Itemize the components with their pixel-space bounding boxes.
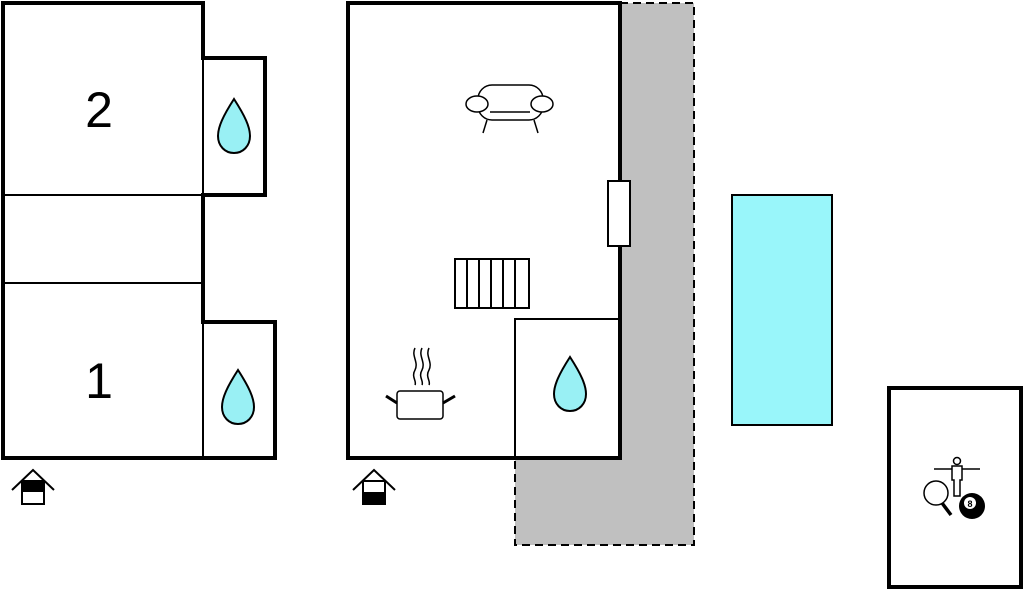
main-building [346,1,631,505]
billiard-ball-number: 8 [967,499,972,509]
swimming-pool [731,194,833,426]
terrace [514,2,695,546]
bathroom-icon [552,355,588,413]
door [607,180,631,247]
kitchen-pot-icon [385,347,456,420]
bathroom-icon [216,97,252,155]
games-building: 8 [887,386,1023,589]
living-room-sofa-icon [465,84,554,134]
entrance-icon [11,468,55,505]
bedroom-2-label: 2 [85,82,113,138]
bathroom-icon [220,368,256,426]
games-room-icon: 8 [923,456,985,519]
bedroom-1-label: 1 [85,353,113,409]
staircase-icon [454,258,530,309]
left-building: 2 1 [1,1,277,505]
entrance-icon [352,468,396,505]
